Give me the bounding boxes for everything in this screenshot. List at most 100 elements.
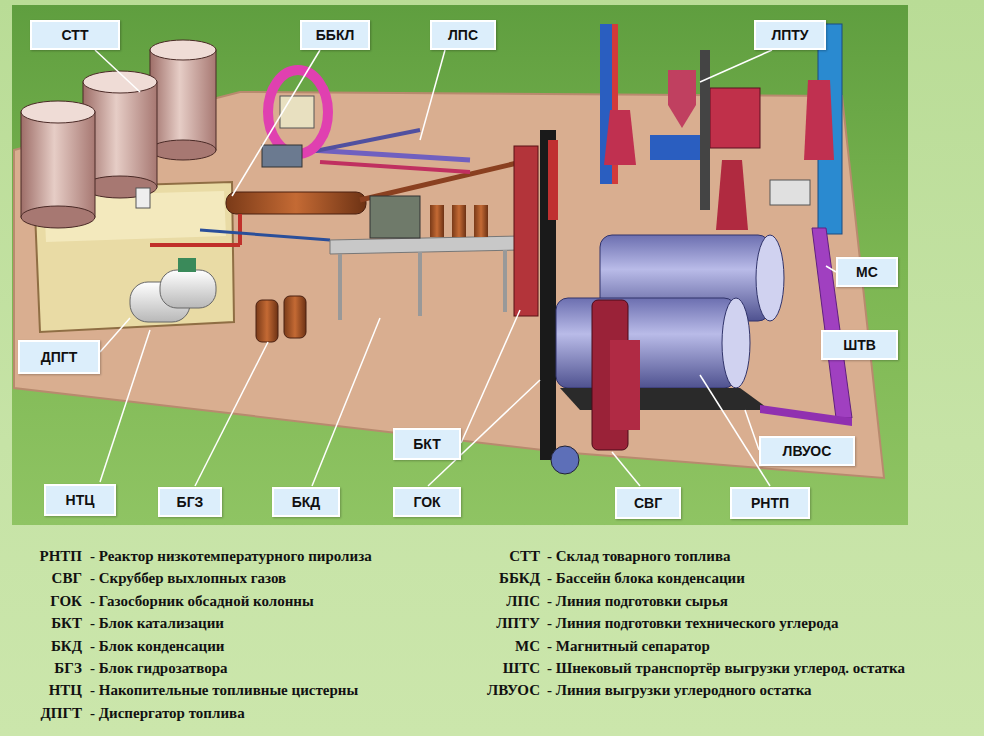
condensation-frame-part	[338, 254, 342, 320]
legend-abbreviation: МС	[515, 637, 540, 655]
hydro-seal-tanks-part	[284, 296, 306, 338]
leader-lines-part	[700, 50, 772, 82]
leader-lines-part	[195, 342, 268, 486]
callout-label: ББКЛ	[316, 27, 355, 43]
fuel-storage-tanks-part	[21, 101, 95, 123]
callout-box: ЛВУОС	[759, 436, 855, 466]
carbon-prep-line	[600, 24, 842, 234]
carbon-prep-line-part	[604, 110, 636, 165]
legend-abbreviation: СТТ	[509, 547, 540, 565]
leader-lines-part	[700, 375, 770, 486]
carbon-prep-line-part	[650, 135, 700, 160]
callout-label: РНТП	[751, 495, 789, 511]
grass-ground	[12, 5, 908, 525]
magnetic-ring-part	[280, 96, 314, 128]
callout-box: СВГ	[615, 487, 681, 519]
exhaust-scrubber-part	[551, 446, 579, 474]
magnetic-ring-part	[262, 145, 302, 167]
callout-box: БКТ	[393, 428, 461, 460]
pipes-part	[150, 243, 240, 247]
callout-box: ГОК	[393, 487, 461, 517]
legend-abbreviation: ГОК	[50, 592, 82, 610]
hydro-seal-tanks	[256, 296, 306, 342]
legend-definition: - Диспергатор топлива	[90, 704, 245, 722]
callout-label: МС	[856, 264, 878, 280]
legend-abbreviation: БКТ	[51, 614, 82, 632]
callout-label: ЛПТУ	[771, 27, 808, 43]
callout-label: ГОК	[413, 494, 440, 510]
carbon-unloading-line-part	[760, 405, 852, 426]
callout-label: БГЗ	[177, 494, 204, 510]
legend-abbreviation: ЛВУОС	[487, 681, 540, 699]
legend-abbreviation: ШТС	[503, 659, 540, 677]
leader-lines-part	[461, 310, 520, 443]
legend-definition: - Газосборник обсадной колонны	[90, 592, 314, 610]
callout-box: БКД	[272, 487, 340, 517]
legend-abbreviation: НТЦ	[49, 681, 82, 699]
condensation-frame-part	[330, 236, 520, 254]
callout-box: НТЦ	[44, 484, 116, 516]
legend-definition: - Линия подготовки технического углерода	[547, 614, 838, 632]
fuel-storage-tanks-part	[21, 206, 95, 228]
callout-box: ЛПТУ	[754, 20, 826, 50]
leader-lines-part	[826, 266, 836, 272]
exhaust-scrubber-part	[610, 340, 640, 430]
fuel-disperser	[130, 258, 216, 322]
pipes	[150, 130, 530, 245]
magnetic-ring-part	[268, 70, 328, 154]
leader-lines-part	[745, 410, 759, 450]
legend-abbreviation: БКД	[51, 637, 82, 655]
pipes-part	[320, 162, 470, 172]
gas-collector-columns-part	[514, 146, 538, 316]
legend-definition: - Шнековый транспортёр выгрузки углерод.…	[547, 659, 905, 677]
pyrolysis-reactors-part	[722, 298, 750, 388]
callout-box: РНТП	[730, 487, 810, 519]
callout-label: ДПГТ	[41, 349, 78, 365]
fuel-storage-tanks	[21, 40, 216, 228]
legend-definition: - Линия подготовки сырья	[547, 592, 728, 610]
magnetic-ring	[262, 70, 328, 167]
callout-box: СТТ	[30, 20, 120, 50]
legend-definition: - Склад товарного топлива	[547, 547, 731, 565]
fuel-disperser-part	[178, 258, 196, 272]
leader-lines-part	[100, 330, 150, 482]
callout-label: БКД	[292, 494, 321, 510]
pipes-part	[200, 230, 330, 240]
callout-label: ШТВ	[843, 337, 876, 353]
callout-box: ББКЛ	[300, 20, 370, 50]
legend-definition: - Блок катализации	[90, 614, 224, 632]
callout-box: МС	[836, 257, 898, 287]
fuel-storage-tanks-part	[150, 40, 216, 60]
gas-collector-columns-part	[548, 140, 558, 220]
legend-definition: - Бассейн блока конденсации	[547, 569, 745, 587]
exhaust-scrubber	[551, 300, 640, 474]
callout-box: ШТВ	[821, 330, 898, 360]
condensation-frame-part	[430, 205, 444, 237]
pipes-part	[226, 192, 366, 214]
leader-lines-part	[420, 50, 445, 140]
legend-definition: - Блок гидрозатвора	[90, 659, 228, 677]
legend-abbreviation: ЛПТУ	[496, 614, 540, 632]
pyrolysis-reactors	[556, 235, 784, 410]
pyrolysis-reactors-part	[756, 235, 784, 321]
condensation-frame-part	[452, 205, 466, 237]
legend-definition: - Реактор низкотемпературного пиролиза	[90, 547, 372, 565]
legend-definition: - Накопительные топливные цистерны	[90, 681, 358, 699]
leader-lines-part	[612, 452, 640, 486]
fuel-disperser-part	[160, 270, 216, 308]
legend-abbreviation: СВГ	[52, 569, 82, 587]
hydro-seal-tanks-part	[256, 300, 278, 342]
fuel-storage-tanks-part	[21, 112, 95, 217]
carbon-prep-line-part	[668, 70, 696, 128]
legend-abbreviation: БГЗ	[54, 659, 82, 677]
callout-box: ДПГТ	[18, 340, 100, 374]
legend-abbreviation: РНТП	[39, 547, 82, 565]
legend-abbreviation: ДПГТ	[40, 704, 82, 722]
condensation-frame-part	[370, 196, 420, 238]
condensation-frame	[330, 196, 520, 320]
leader-lines-part	[312, 318, 380, 486]
carbon-prep-line-part	[716, 160, 748, 230]
leader-lines-part	[232, 50, 320, 196]
gas-collector-columns	[514, 130, 558, 460]
fuel-storage-tanks-part	[136, 188, 150, 208]
